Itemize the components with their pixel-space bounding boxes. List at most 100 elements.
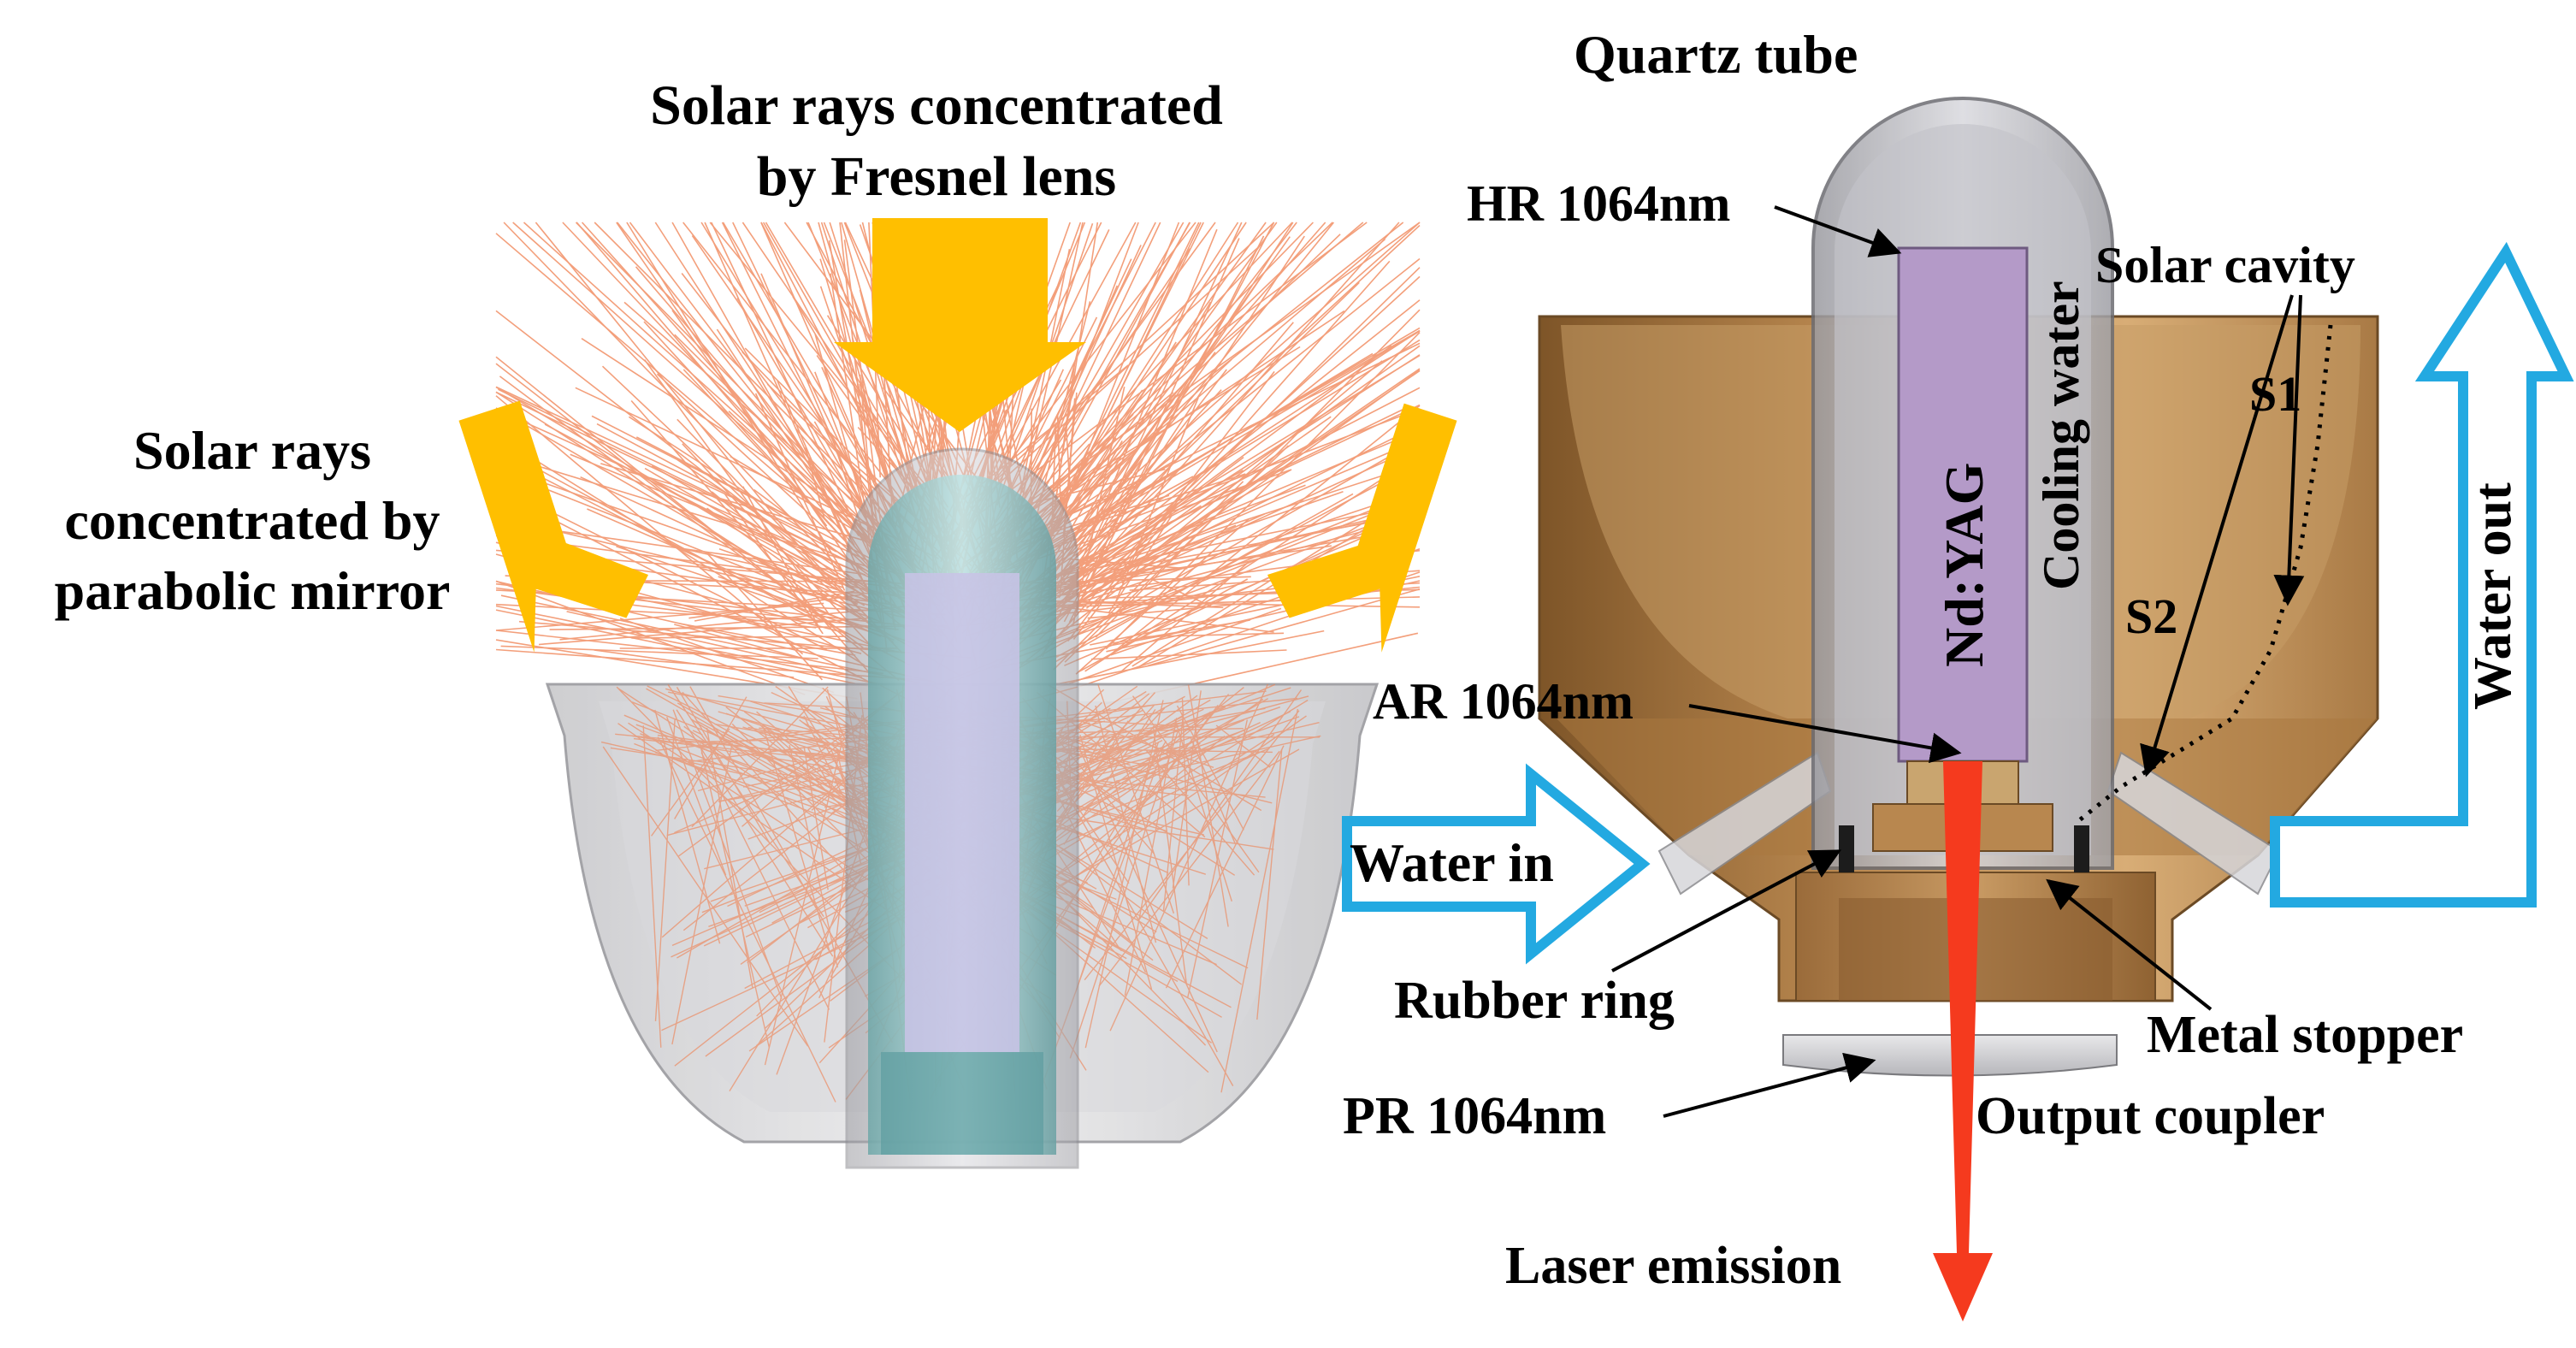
solar-ray xyxy=(1048,345,1392,601)
water-in-label: Water in xyxy=(1350,832,1554,893)
solar-ray xyxy=(1035,222,1297,561)
solar-ray xyxy=(495,435,866,666)
rubber-ring-left xyxy=(1839,825,1854,872)
solar-ray xyxy=(535,222,834,589)
solar-ray xyxy=(1060,463,1421,581)
internal-ray xyxy=(1152,725,1188,985)
internal-ray xyxy=(683,725,730,760)
parabolic-label-line2: concentrated by xyxy=(64,490,440,551)
solar-ray xyxy=(626,222,846,576)
solar-ray xyxy=(1048,630,1325,687)
solar-ray xyxy=(1009,222,1333,533)
solar-ray xyxy=(616,222,881,606)
solar-ray xyxy=(1019,285,1119,506)
quartz-tube-label: Quartz tube xyxy=(1574,24,1858,85)
metal-stopper-leader xyxy=(2046,878,2213,1011)
solar-ray xyxy=(1075,517,1250,675)
solar-ray xyxy=(1064,524,1237,596)
water-in-arrow xyxy=(1342,763,1651,965)
solar-ray xyxy=(1010,224,1421,604)
solar-ray xyxy=(679,623,856,656)
solar-ray xyxy=(495,609,881,690)
solar-ray xyxy=(495,363,824,618)
solar-ray xyxy=(1051,222,1247,516)
internal-ray xyxy=(700,752,830,1010)
solar-ray xyxy=(1147,588,1421,667)
solar-ray xyxy=(1021,596,1421,609)
s1-label: S1 xyxy=(2249,366,2301,422)
internal-ray xyxy=(1165,745,1285,989)
internal-ray xyxy=(1187,684,1229,927)
solar-ray xyxy=(1072,506,1177,640)
right-panel: Quartz tube HR 1064nm Cooling water Nd:Y… xyxy=(1342,24,2574,1321)
solar-cavity-leader-1 xyxy=(2140,294,2294,777)
cooling-water-label: Cooling water xyxy=(2033,281,2089,590)
solar-ray xyxy=(534,466,819,624)
internal-ray xyxy=(651,728,730,837)
internal-ray xyxy=(692,730,703,736)
solar-ray xyxy=(777,380,854,556)
solar-ray xyxy=(1072,236,1291,541)
internal-ray xyxy=(1162,711,1185,912)
solar-ray xyxy=(503,222,865,594)
solar-ray xyxy=(1064,445,1290,663)
solar-ray xyxy=(1105,332,1421,650)
ar-leader xyxy=(1688,704,1962,764)
solar-ray xyxy=(1088,222,1421,516)
solar-ray xyxy=(601,365,873,623)
solar-ray xyxy=(500,645,818,659)
solar-ray xyxy=(495,587,817,629)
solar-ray xyxy=(1028,387,1421,591)
internal-ray xyxy=(676,709,834,957)
internal-ray xyxy=(1215,724,1271,768)
fresnel-label-line2: by Fresnel lens xyxy=(757,145,1116,208)
solar-ray xyxy=(591,415,817,531)
solar-ray xyxy=(495,602,824,631)
solar-ray xyxy=(674,624,807,660)
ar-label: AR 1064nm xyxy=(1373,673,1634,730)
pr-leader xyxy=(1663,1052,1876,1118)
solar-ray xyxy=(587,508,882,637)
left-rod-base xyxy=(881,1052,1043,1155)
solar-ray xyxy=(635,266,877,547)
nd-yag-rod xyxy=(1897,246,2029,763)
internal-ray xyxy=(640,733,885,830)
fresnel-label-line1: Solar rays concentrated xyxy=(650,74,1223,137)
solar-ray xyxy=(1105,405,1421,659)
solar-ray xyxy=(1053,481,1244,671)
solar-ray xyxy=(681,273,893,545)
rubber-ring-label: Rubber ring xyxy=(1394,972,1675,1030)
solar-ray xyxy=(1067,370,1275,641)
solar-ray xyxy=(1039,260,1391,658)
solar-ray xyxy=(1028,222,1239,549)
s2-label: S2 xyxy=(2125,588,2177,644)
solar-ray xyxy=(1026,405,1411,593)
solar-ray xyxy=(1055,494,1421,640)
internal-ray xyxy=(803,747,829,890)
solar-ray xyxy=(495,630,883,675)
internal-ray xyxy=(1109,683,1269,1032)
solar-ray xyxy=(495,233,840,528)
solar-ray xyxy=(1143,632,1285,638)
pr-label: PR 1064nm xyxy=(1343,1087,1606,1145)
hr-label: HR 1064nm xyxy=(1467,175,1730,232)
solar-ray xyxy=(495,465,844,589)
water-out-label: Water out xyxy=(2464,482,2522,710)
internal-ray xyxy=(1174,718,1232,902)
rubber-ring-right xyxy=(2074,825,2089,872)
solar-ray xyxy=(643,321,854,550)
solar-ray xyxy=(1067,558,1188,570)
solar-ray xyxy=(1038,267,1421,641)
internal-ray xyxy=(602,746,809,1047)
internal-ray xyxy=(682,691,856,884)
solar-ray xyxy=(495,452,890,575)
internal-ray xyxy=(1049,684,1262,812)
internal-ray xyxy=(699,742,771,1049)
rubber-ring-leader xyxy=(1611,849,1842,973)
internal-ray xyxy=(642,725,662,1048)
output-coupler-label: Output coupler xyxy=(1976,1087,2325,1145)
fresnel-solar-arrow xyxy=(834,218,1086,432)
solar-ray xyxy=(511,519,872,606)
internal-ray xyxy=(674,696,747,819)
